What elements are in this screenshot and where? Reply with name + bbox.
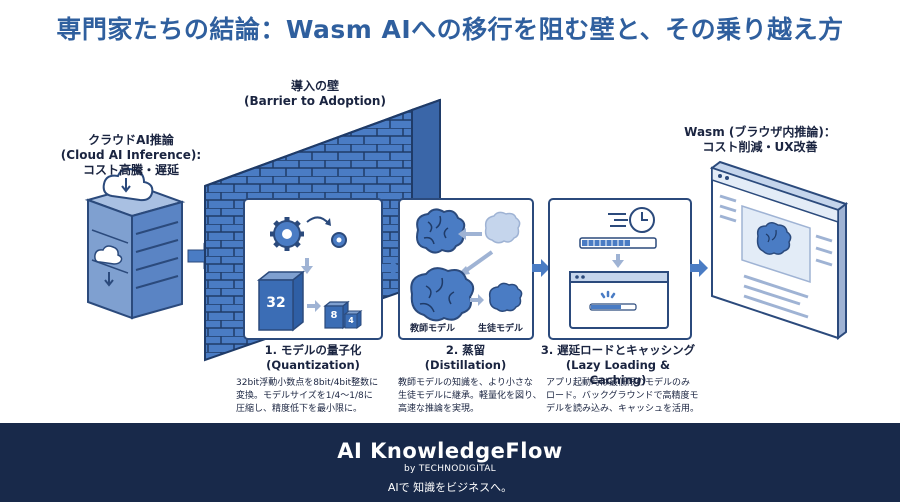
step-2-title-main: 2. 蒸留 [445,343,486,357]
cloud-label-line2: (Cloud AI Inference): [60,148,202,162]
wasm-label: Wasm (ブラウザ内推論)： コスト削減・UX改善 [680,125,840,155]
step-3-title: 3. 遅延ロードとキャッシング (Lazy Loading & Caching) [538,343,698,388]
step-1-description: 32bit浮動小数点を8bit/4bit整数に 変換。モデルサイズを1/4〜1/… [236,377,396,416]
arrow-right-icon [307,300,321,312]
speed-lines-icon [608,213,628,227]
step-3-desc-line: アプリ起動時は最低限のモデルのみ [546,378,691,388]
block-4-label: 4 [348,316,354,325]
gear-icon [270,217,304,251]
brain-icon [416,208,466,254]
step-1-desc-line: 圧縮し、精度低下を最小限に。 [236,404,363,415]
brain-icon [756,222,792,255]
step-1-desc-line: 32bit浮動小数点を8bit/4bit整数に [236,378,379,388]
step-3-desc-line: ロード。バックグラウンドで高精度モ [546,391,699,402]
step-2-desc-line: 生徒モデルに継承。軽量化を図り、 [398,391,542,402]
arrow-left-icon [458,228,482,240]
student-model-label: 生徒モデル [478,324,524,334]
arrow-right-icon [382,259,400,277]
block-32-label: 32 [266,295,286,311]
barrier-label-line2: (Barrier to Adoption) [244,94,386,108]
step-3-description: アプリ起動時は最低限のモデルのみ ロード。バックグラウンドで高精度モ デルを読み… [546,377,706,416]
page-title: 専門家たちの結論：Wasm AIへの移行を阻む壁と、その乗り越え方 [56,15,844,44]
step-2-title: 2. 蒸留 (Distillation) [398,343,533,373]
arrow-right-icon [470,294,484,306]
step-2-description: 教師モデルの知識を、より小さな 生徒モデルに継承。軽量化を図り、 高速な推論を実… [398,377,548,416]
curved-arrow-icon [306,216,330,225]
distillation-card: 教師モデル 生徒モデル [398,198,534,340]
step-3-desc-line: デルを読み込み、キャッシュを活用。 [546,404,700,415]
cloud-label: クラウドAI推論 (Cloud AI Inference): コスト高騰・遅延 [56,133,206,178]
footer-brand: AI KnowledgeFlow [337,439,563,463]
step-1-desc-line: 変換。モデルサイズを1/4〜1/8に [236,391,373,402]
barrier-label: 導入の壁 (Barrier to Adoption) [230,79,400,109]
footer-tagline: AIで 知識をビジネスへ。 [387,481,513,494]
wasm-label-line2: コスト削減・UX改善 [702,140,818,154]
student-brain-icon [488,282,523,313]
cloud-label-line1: クラウドAI推論 [88,133,174,147]
teacher-brain-icon [410,267,475,322]
step-1-title-main: 1. モデルの量子化 [264,343,362,357]
footer-banner: AI KnowledgeFlow by TECHNODIGITAL AIで 知識… [0,423,900,502]
step-2-desc-line: 高速な推論を実現。 [398,404,480,415]
step-3-title-main: 3. 遅延ロードとキャッシング [540,343,696,357]
browser-window-icon [569,271,669,329]
cloud-label-line3: コスト高騰・遅延 [82,163,179,177]
arrow-right-icon [187,242,215,270]
block-8-label: 8 [330,310,338,321]
spinner-icon [600,290,616,299]
step-2-desc-line: 教師モデルの知識を、より小さな [398,378,533,388]
step-3-title-sub: (Lazy Loading & Caching) [565,357,671,387]
footer-byline: by TECHNODIGITAL [404,464,496,474]
diagonal-arrow-icon [462,250,494,274]
small-gear-icon [331,232,347,248]
arrow-right-icon [532,259,550,277]
server-icon [84,167,186,320]
clock-icon [629,207,655,233]
step-1-title: 1. モデルの量子化 (Quantization) [243,343,383,373]
quantization-card: 32 8 4 [243,198,383,340]
progress-bar [579,237,657,249]
lazy-loading-card [548,198,692,340]
barrier-label-line1: 導入の壁 [290,79,339,93]
faded-brain-icon [484,211,521,244]
teacher-model-label: 教師モデル [410,324,456,334]
step-2-title-sub: (Distillation) [424,357,507,372]
step-1-title-sub: (Quantization) [266,357,360,372]
wasm-label-line1: Wasm (ブラウザ内推論)： [684,125,836,139]
arrow-right-icon [690,259,708,277]
